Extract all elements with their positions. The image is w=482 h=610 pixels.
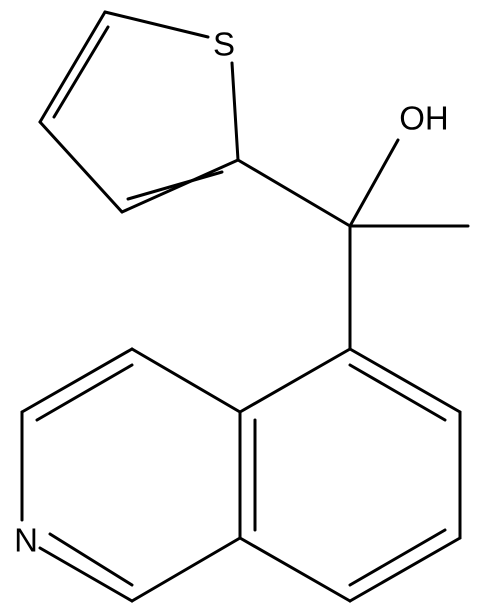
bond-c8-c8a xyxy=(238,536,352,603)
bond-c4-c3-inner xyxy=(35,363,134,422)
isoquinoline-ring xyxy=(20,347,462,603)
bond-c2-c3 xyxy=(120,158,240,214)
bond-c7-c8-inner xyxy=(348,528,447,587)
central-carbon-bonds xyxy=(236,138,470,351)
hydroxyl-group-label: OH xyxy=(399,100,449,137)
bond-c5-c6 xyxy=(348,347,462,414)
bond-c4a-c5 xyxy=(238,347,352,414)
thiophene-ring xyxy=(38,10,240,214)
bond-c7-c8 xyxy=(348,536,462,603)
nitrogen-atom-label: N xyxy=(14,522,38,559)
bond-central-oh xyxy=(348,138,400,228)
bond-c5-c6-inner xyxy=(348,363,447,422)
bond-c3-c4 xyxy=(38,120,124,214)
bond-thiophene-central xyxy=(236,158,352,228)
bond-c5-s xyxy=(103,10,210,39)
sulfur-atom-label: S xyxy=(213,26,235,63)
bond-c2-c3-inner xyxy=(126,170,224,201)
bond-c4-c5-inner xyxy=(52,25,110,119)
atom-labels: S OH N xyxy=(14,26,449,559)
bond-n2-c1-inner xyxy=(48,532,134,587)
bond-c4-c5 xyxy=(38,10,107,124)
bond-c4-c3 xyxy=(20,347,134,414)
bond-c4a-c4 xyxy=(130,347,242,414)
bond-s-c2 xyxy=(230,61,240,162)
bond-c1-c8a xyxy=(130,536,242,603)
bond-n2-c1 xyxy=(38,546,134,603)
